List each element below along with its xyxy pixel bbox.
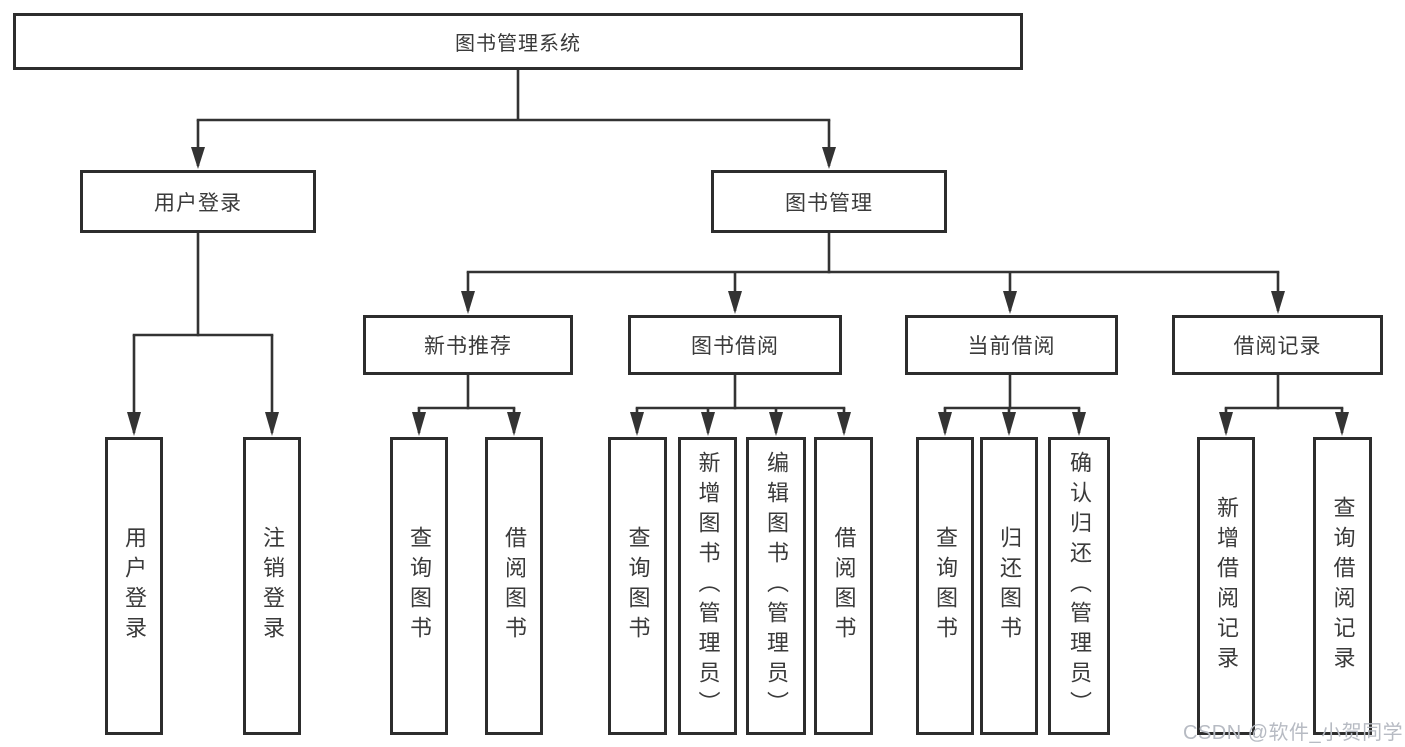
leaf-logout-login: 注销登录 (243, 437, 301, 735)
node-user-login: 用户登录 (80, 170, 316, 233)
node-borrow-records: 借阅记录 (1172, 315, 1383, 375)
leaf-add-book-admin-label: 新增图书（管理员） (695, 451, 721, 721)
leaf-return-books-label: 归还图书 (997, 526, 1022, 646)
leaf-query-borrow-record-label: 查询借阅记录 (1330, 496, 1356, 676)
leaf-borrow-books-recommend: 借阅图书 (485, 437, 543, 735)
node-new-book-recommend-label: 新书推荐 (424, 335, 512, 358)
node-user-login-label: 用户登录 (154, 191, 242, 215)
leaf-add-book-admin: 新增图书（管理员） (678, 437, 737, 735)
leaf-query-books-recommend: 查询图书 (390, 437, 448, 735)
leaf-logout-login-label: 注销登录 (260, 526, 285, 646)
leaf-edit-book-admin: 编辑图书（管理员） (746, 437, 806, 735)
node-current-borrow: 当前借阅 (905, 315, 1118, 375)
node-book-management: 图书管理 (711, 170, 947, 233)
node-current-borrow-label: 当前借阅 (967, 335, 1056, 358)
leaf-query-books-borrow-label: 查询图书 (625, 526, 651, 646)
leaf-return-books: 归还图书 (980, 437, 1038, 735)
leaf-borrow-books-label: 借阅图书 (831, 526, 857, 646)
leaf-add-borrow-record: 新增借阅记录 (1197, 437, 1255, 735)
node-book-management-label: 图书管理 (785, 191, 873, 215)
leaf-query-books-recommend-label: 查询图书 (407, 526, 432, 646)
node-borrow-records-label: 借阅记录 (1233, 335, 1322, 358)
leaf-borrow-books: 借阅图书 (814, 437, 873, 735)
leaf-confirm-return-admin: 确认归还（管理员） (1048, 437, 1110, 735)
leaf-query-borrow-record: 查询借阅记录 (1313, 437, 1372, 735)
node-root: 图书管理系统 (13, 13, 1023, 70)
node-book-borrow: 图书借阅 (628, 315, 842, 375)
leaf-add-borrow-record-label: 新增借阅记录 (1214, 496, 1239, 676)
node-root-label: 图书管理系统 (455, 33, 581, 55)
leaf-user-login-label: 用户登录 (122, 526, 147, 646)
node-book-borrow-label: 图书借阅 (691, 335, 779, 358)
leaf-query-books-current: 查询图书 (916, 437, 974, 735)
leaf-borrow-books-recommend-label: 借阅图书 (502, 526, 527, 646)
leaf-confirm-return-admin-label: 确认归还（管理员） (1067, 451, 1092, 721)
leaf-edit-book-admin-label: 编辑图书（管理员） (764, 451, 789, 721)
node-new-book-recommend: 新书推荐 (363, 315, 573, 375)
leaf-user-login: 用户登录 (105, 437, 163, 735)
watermark: CSDN @软件_小贺同学 (1183, 722, 1404, 744)
leaf-query-books-current-label: 查询图书 (933, 526, 958, 646)
leaf-query-books-borrow: 查询图书 (608, 437, 667, 735)
